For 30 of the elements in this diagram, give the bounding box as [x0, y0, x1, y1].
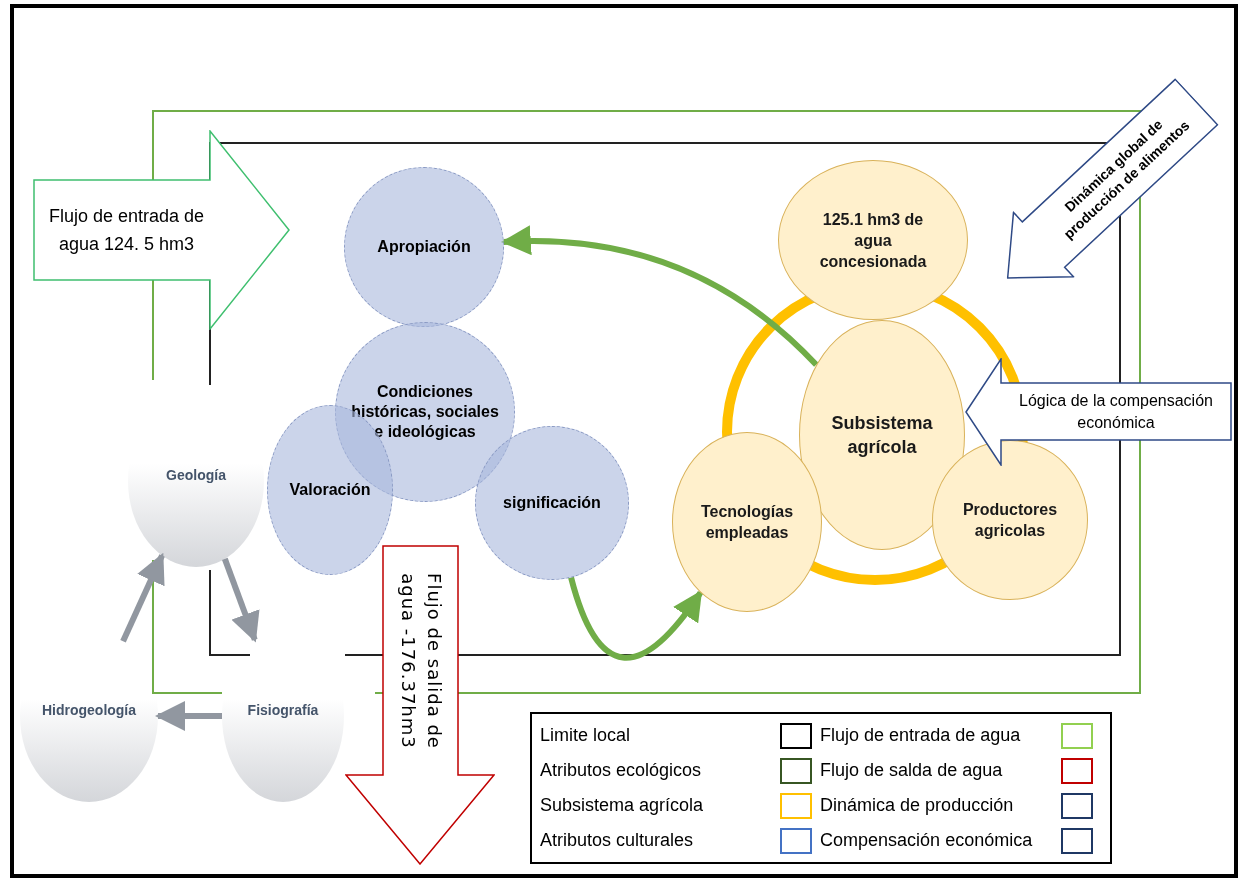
curved-arrow: [120, 552, 165, 643]
node-label: Geología: [166, 466, 226, 485]
node-label: Flujo de salida de agua -176.37hm3: [396, 572, 446, 751]
block-arrow: [345, 545, 495, 865]
curved-arrow: [568, 576, 703, 661]
node-label: Valoración: [289, 480, 371, 500]
node-label: Fisiografía: [247, 701, 319, 720]
curved-arrow: [222, 557, 260, 643]
node-label: Lógica de la compensación económica: [1018, 390, 1214, 433]
legend-label: Dinámica de producción: [819, 794, 1015, 817]
legend-label: Compensación económica: [819, 829, 1034, 852]
node-label: Hidrogeología: [41, 701, 137, 720]
legend-label: Limite local: [540, 724, 632, 747]
block-arrow: [33, 130, 290, 330]
curved-arrow: [155, 701, 222, 731]
node-label: Condiciones históricas, sociales e ideológicas: [350, 382, 500, 442]
node-label: Subsistema agrícola: [830, 412, 934, 459]
legend-label: Subsistema agrícola: [540, 794, 705, 817]
node-label: Tecnologías empleadas: [700, 502, 794, 543]
legend-label: Flujo de entrada de agua: [819, 724, 1022, 747]
legend-label: Atributos ecológicos: [540, 759, 703, 782]
node-label: 125.1 hm3 de agua concesionada: [818, 209, 928, 272]
curved-arrow: [500, 226, 819, 367]
block-arrow: [965, 358, 1232, 466]
node-label: Flujo de entrada de agua 124. 5 hm3: [47, 205, 206, 256]
legend-label: Atributos culturales: [540, 829, 695, 852]
node-label: Apropiación: [377, 237, 471, 257]
node-label: significación: [503, 493, 601, 513]
node-label: Productores agricolas: [962, 500, 1058, 541]
legend-label: Flujo de salda de agua: [819, 759, 1004, 782]
